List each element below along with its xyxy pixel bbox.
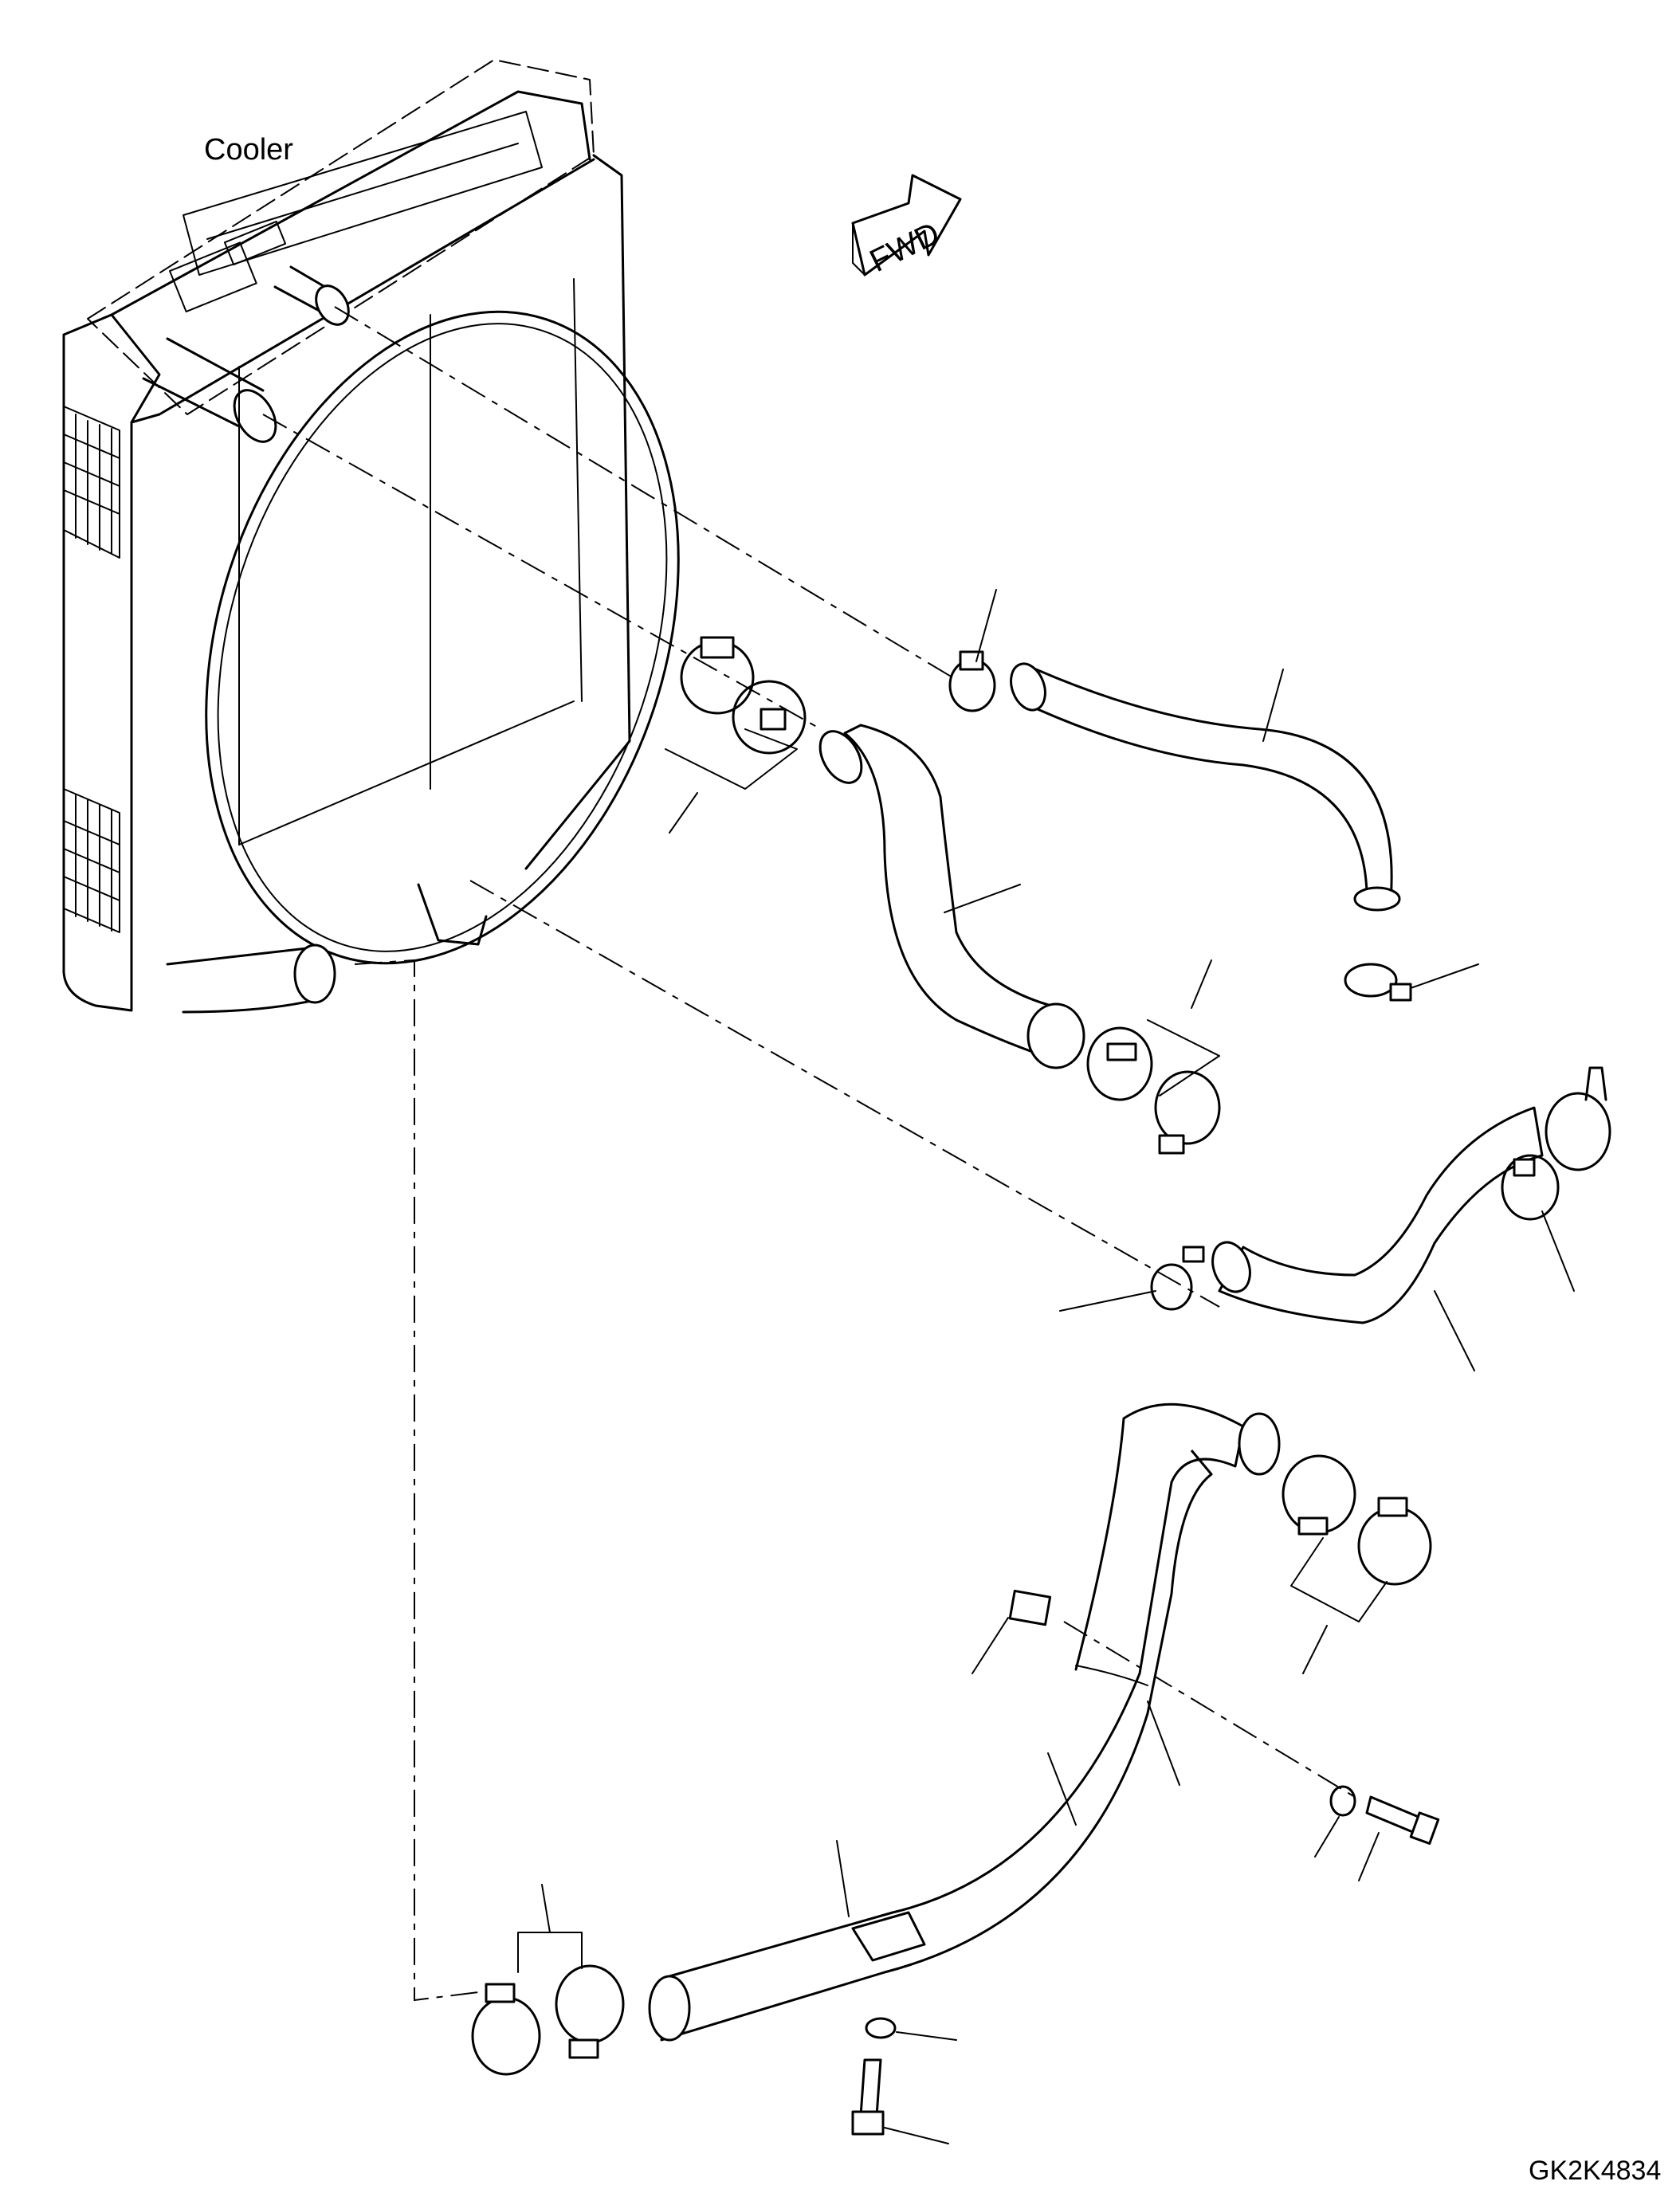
radiator-grille-bottom (63, 788, 120, 933)
right-middle-pipe (1211, 1066, 1611, 1371)
lower-long-pipe (648, 1403, 1281, 2042)
upper-hose (1010, 662, 1401, 912)
hose-clamp-pair (665, 636, 807, 834)
alignment-lines (262, 306, 1356, 2002)
hose-clamp (1344, 963, 1479, 1002)
cooler-assembly: Cooler (62, 59, 680, 1014)
figure-code: GK2K4834 (1529, 2156, 1661, 2186)
fan-shroud-ring (205, 310, 680, 965)
lower-pipe-stub (166, 944, 336, 1014)
middle-hose (818, 724, 1085, 1069)
hose-clamp-pair (1086, 959, 1221, 1155)
washer (865, 2017, 957, 2041)
hose-clamp-pair (1282, 1454, 1432, 1674)
hose-clamp-pair (471, 1884, 625, 2076)
hose-clamp (1501, 1154, 1575, 1292)
washer (1314, 1785, 1356, 1858)
bolt (851, 2058, 949, 2144)
identification-tag (971, 1589, 1052, 1674)
forward-arrow-icon: FWD (851, 174, 962, 279)
bolt (1358, 1795, 1440, 1881)
radiator-grille-top (63, 406, 120, 559)
cooler-label: Cooler (204, 133, 293, 167)
hose-clamp (1059, 1246, 1205, 1312)
hose-clamp (948, 589, 997, 712)
